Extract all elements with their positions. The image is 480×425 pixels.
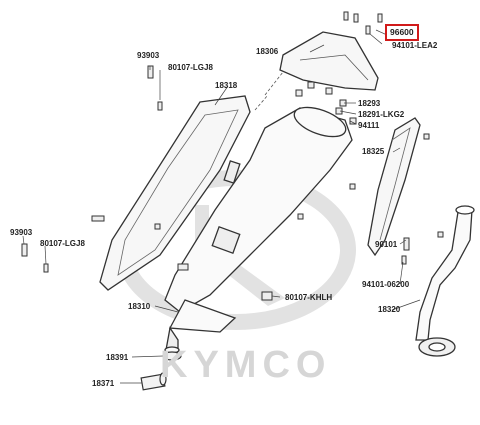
part-label-96600: 96600: [385, 24, 419, 41]
part-label-18291-lkg2: 18291-LKG2: [358, 110, 405, 119]
part-label-18293: 18293: [358, 99, 381, 108]
heat-shield-18318: [99, 95, 251, 291]
part-label-93903-left: 93903: [10, 228, 33, 237]
part-label-18306: 18306: [256, 47, 279, 56]
muffler-18310: [164, 106, 353, 354]
heat-shield-18306: [254, 31, 379, 111]
part-label-80107-lgj8-left: 80107-LGJ8: [40, 239, 85, 248]
part-label-93903-top: 93903: [137, 51, 160, 60]
part-label-90101: 90101: [375, 240, 398, 249]
part-label-94101-lea2: 94101-LEA2: [392, 41, 438, 50]
part-label-18371: 18371: [92, 379, 115, 388]
part-label-18318: 18318: [215, 81, 238, 90]
part-label-80107-khlh: 80107-KHLH: [285, 293, 333, 302]
part-label-94111: 94111: [358, 121, 380, 130]
part-label-94101-06200: 94101-06200: [362, 280, 410, 289]
watermark-text: KYMCO: [160, 344, 332, 386]
fasteners: [21, 11, 444, 301]
part-label-80107-lgj8-top: 80107-LGJ8: [168, 63, 213, 72]
part-label-18310: 18310: [128, 302, 151, 311]
heat-shield-18325: [367, 117, 421, 257]
leader-lines: [22, 29, 421, 384]
part-label-18325: 18325: [362, 147, 385, 156]
part-label-18391: 18391: [106, 353, 129, 362]
exhaust-pipe-18320: [415, 205, 475, 357]
part-18371: [140, 372, 167, 391]
part-label-18320: 18320: [378, 305, 401, 314]
